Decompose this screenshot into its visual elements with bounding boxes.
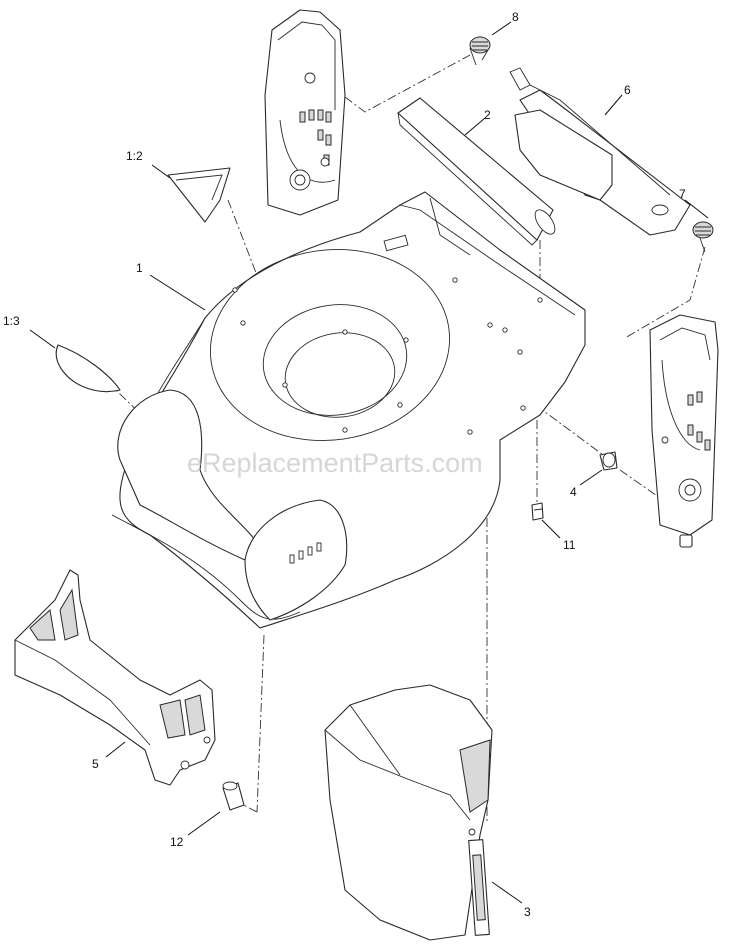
bolt-part-4 xyxy=(599,451,618,471)
right-height-adjuster xyxy=(649,314,719,548)
spring-part-8 xyxy=(469,36,491,66)
callout-1-2: 1:2 xyxy=(126,149,143,163)
rear-axle-cover-part-6 xyxy=(509,67,691,236)
callout-6: 6 xyxy=(624,83,631,97)
callout-2: 2 xyxy=(484,108,491,122)
callout-labels: 1:2 1 1:3 2 6 8 7 4 11 5 12 3 xyxy=(3,10,686,919)
callout-3: 3 xyxy=(524,905,531,919)
callout-leaders xyxy=(29,21,709,904)
callout-1-3: 1:3 xyxy=(3,314,20,328)
callout-4: 4 xyxy=(570,485,577,499)
screw-part-11 xyxy=(531,502,544,521)
spacer-part-12 xyxy=(222,781,245,811)
callout-7: 7 xyxy=(679,187,686,201)
rear-bar-part-2 xyxy=(397,97,556,246)
spring-part-7 xyxy=(692,221,714,253)
watermark-text: eReplacementParts.com xyxy=(187,448,483,478)
callout-12: 12 xyxy=(170,835,184,849)
insert-part-1-3 xyxy=(55,344,121,393)
mower-deck-part-1 xyxy=(111,191,586,629)
bracket-part-5 xyxy=(14,569,216,786)
callout-1: 1 xyxy=(136,261,143,275)
left-height-adjuster xyxy=(264,9,346,216)
plug-part-1-2 xyxy=(167,167,231,223)
callout-11: 11 xyxy=(563,538,576,552)
callout-5: 5 xyxy=(92,757,99,771)
callout-8: 8 xyxy=(512,10,519,24)
chute-part-3 xyxy=(324,684,493,941)
